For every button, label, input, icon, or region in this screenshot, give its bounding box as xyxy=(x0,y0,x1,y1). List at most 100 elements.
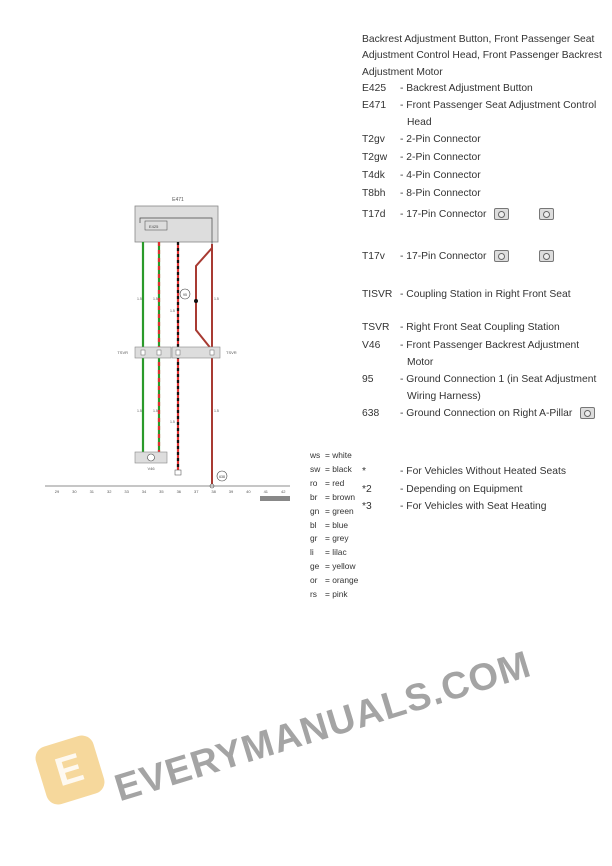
svg-text:1.5: 1.5 xyxy=(214,297,219,301)
label-e425: E425 xyxy=(149,224,159,229)
entry-code: T17d xyxy=(362,209,386,220)
camera-icon[interactable] xyxy=(494,250,510,263)
track-number: 35 xyxy=(159,489,164,494)
entry-description: - Coupling Station in Right Front Seat xyxy=(400,287,608,304)
color-name: = blue xyxy=(325,519,349,530)
coupling-tsvr-right xyxy=(171,346,221,359)
entry-description: - 2-Pin Connector xyxy=(400,150,608,167)
legend-entry: T2gv- 2-Pin Connector xyxy=(362,132,608,149)
entry-code: 95 xyxy=(362,374,374,385)
ground-638 xyxy=(216,470,228,482)
svg-text:1.5: 1.5 xyxy=(170,420,175,424)
color-name: = brown xyxy=(325,491,356,502)
connector-pins xyxy=(140,349,215,356)
entry-text: - Depending on Equipment xyxy=(400,484,523,495)
entry-description: - 2-Pin Connector xyxy=(400,132,608,149)
color-code: br xyxy=(310,491,318,502)
legend-entry: TISVR - Coupling Station in Right Front S… xyxy=(362,287,608,304)
color-name: = pink xyxy=(325,589,348,600)
track-number: 39 xyxy=(229,489,234,494)
track-number: 42 xyxy=(281,489,286,494)
track-number: 32 xyxy=(107,489,112,494)
color-key-item: bl = blue xyxy=(310,519,358,533)
entry-code: T17v xyxy=(362,251,385,262)
entry-description: - Depending on Equipment xyxy=(400,482,608,499)
color-name: = grey xyxy=(325,533,349,544)
color-code: ge xyxy=(310,561,320,572)
color-code: sw xyxy=(310,463,321,474)
entry-text: - Ground Connection 1 (in Seat Adjustmen… xyxy=(400,374,597,402)
wire-brown-branch xyxy=(195,247,213,351)
splice-point xyxy=(194,299,198,303)
legend-entry: V46- Front Passenger Backrest Adjustment… xyxy=(362,338,608,372)
entry-description: - Front Passenger Seat Adjustment Contro… xyxy=(400,98,608,132)
track-number: 33 xyxy=(124,489,129,494)
color-name: = lilac xyxy=(325,547,347,558)
label-e471: E471 xyxy=(172,197,184,203)
ground-95 xyxy=(179,288,191,300)
svg-text:1.5: 1.5 xyxy=(153,297,158,301)
legend-entry: E425- Backrest Adjustment Button xyxy=(362,81,608,98)
entry-text: - For Vehicles with Seat Heating xyxy=(400,501,547,512)
camera-icon[interactable] xyxy=(580,407,596,420)
entry-description: - Right Front Seat Coupling Station xyxy=(400,320,608,337)
color-name: = orange xyxy=(325,575,359,586)
legend-entry: 638- Ground Connection on Right A-Pillar xyxy=(362,406,608,423)
entry-description: - 17-Pin Connector xyxy=(400,249,608,266)
legend-entry: TSVR - Right Front Seat Coupling Station xyxy=(362,320,608,337)
label-tsvr-right: TSVR xyxy=(226,350,237,355)
color-code: bl xyxy=(310,519,317,530)
camera-icon[interactable] xyxy=(539,208,555,221)
color-key-item: ws= white xyxy=(310,449,358,463)
entry-text: - Front Passenger Seat Adjustment Contro… xyxy=(400,100,597,128)
entry-description: - 17-Pin Connector xyxy=(400,207,608,224)
entry-text: - 2-Pin Connector xyxy=(400,152,481,163)
color-code: li xyxy=(310,547,314,558)
entry-code: T8bh xyxy=(362,188,386,199)
legend-entry: *2- Depending on Equipment xyxy=(362,482,608,499)
track-number: 29 xyxy=(55,489,60,494)
color-key-item: or = orange xyxy=(310,574,358,588)
legend-entry: E471 - Front Passenger Seat Adjustment Co… xyxy=(362,98,608,132)
motor-symbol xyxy=(147,453,155,462)
legend-entry: T17d - 17-Pin Connector xyxy=(362,207,608,224)
camera-icon[interactable] xyxy=(539,250,555,263)
entry-text: - 8-Pin Connector xyxy=(400,188,481,199)
color-key-item: gr= grey xyxy=(310,532,358,546)
color-key-item: li = lilac xyxy=(310,546,358,560)
diagram-id-tag xyxy=(260,496,290,501)
entry-text: - 17-Pin Connector xyxy=(400,209,487,220)
color-key-item: gn= green xyxy=(310,505,358,519)
entry-text: - Backrest Adjustment Button xyxy=(400,83,533,94)
entry-text: - For Vehicles Without Heated Seats xyxy=(400,466,566,477)
camera-icon[interactable] xyxy=(494,208,510,221)
entry-description: - 4-Pin Connector xyxy=(400,168,608,185)
legend-entry: T8bh - 8-Pin Connector xyxy=(362,186,608,203)
label-95: 95 xyxy=(183,293,187,297)
track-number: 30 xyxy=(72,489,77,494)
color-code: ws xyxy=(310,450,321,460)
color-key-item: rs= pink xyxy=(310,588,358,602)
entry-text: - Coupling Station in Right Front Seat xyxy=(400,289,571,300)
color-code: or xyxy=(310,575,318,586)
legend-entry: * - For Vehicles Without Heated Seats xyxy=(362,464,608,481)
entry-code: * xyxy=(362,466,367,477)
label-v46: V46 xyxy=(147,466,155,471)
entry-description: - Front Passenger Backrest Adjustment Mo… xyxy=(400,338,608,372)
entry-description: - Ground Connection on Right A-Pillar xyxy=(400,406,608,423)
entry-description: - For Vehicles with Seat Heating xyxy=(400,499,608,516)
track-number: 37 xyxy=(194,489,199,494)
color-key-item: ro= red xyxy=(310,477,358,491)
track-number: 40 xyxy=(246,489,251,494)
svg-text:1.5: 1.5 xyxy=(170,309,175,313)
legend-entry: 95 - Ground Connection 1 (in Seat Adjustm… xyxy=(362,372,608,406)
entry-code: TSVR xyxy=(362,322,390,333)
entry-code: TISVR xyxy=(362,289,393,300)
legend-entry: T2gw- 2-Pin Connector xyxy=(362,150,608,167)
internal-wiring xyxy=(139,217,213,244)
svg-text:1.5: 1.5 xyxy=(137,409,142,413)
entry-code: *3 xyxy=(362,501,372,512)
entry-code: E471 xyxy=(362,100,387,111)
